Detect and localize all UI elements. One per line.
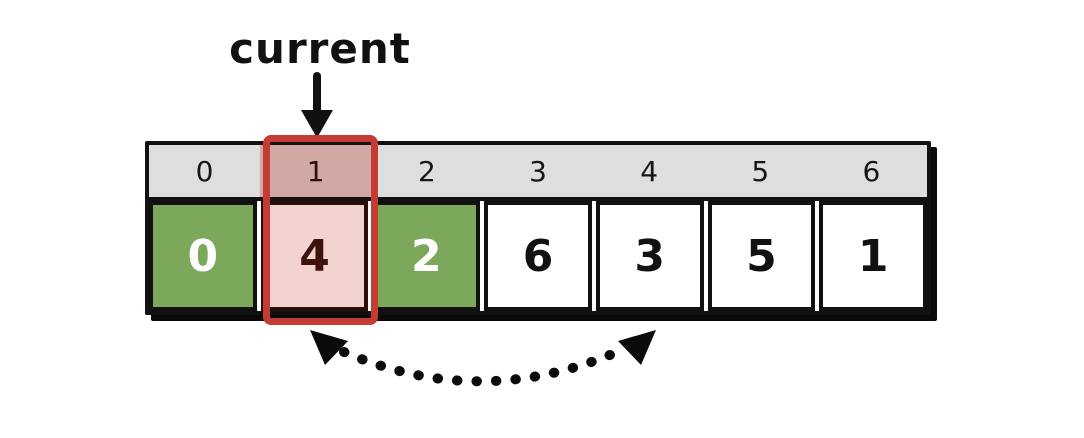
array-index-row: 0 1 2 3 4 5 6: [149, 145, 927, 201]
value-cell-3: 6: [484, 201, 592, 311]
swap-arrow-icon: [310, 330, 656, 387]
index-cell-6: 6: [862, 154, 881, 188]
value-cell-6: 1: [819, 201, 928, 311]
index-cell-0: 0: [195, 154, 214, 188]
value-cell-0-sorted: 0: [149, 201, 257, 311]
value-cell-4: 3: [595, 201, 704, 311]
index-cell-5: 5: [751, 154, 770, 188]
down-arrow-icon: [301, 72, 333, 138]
value-cell-1-current: 4: [260, 201, 369, 311]
value-cell-2-sorted: 2: [372, 201, 481, 311]
index-cell-2: 2: [417, 154, 436, 188]
index-cell-3: 3: [529, 154, 547, 188]
index-cell-1-current: 1: [260, 145, 372, 197]
array-table: 0 1 2 3 4 5 6 0 4 2 6 3 5 1: [145, 141, 931, 315]
index-cell-4: 4: [640, 154, 659, 188]
value-cell-5: 5: [707, 201, 816, 311]
array-value-row: 0 4 2 6 3 5 1: [149, 201, 928, 311]
current-pointer-label: current: [229, 24, 411, 73]
